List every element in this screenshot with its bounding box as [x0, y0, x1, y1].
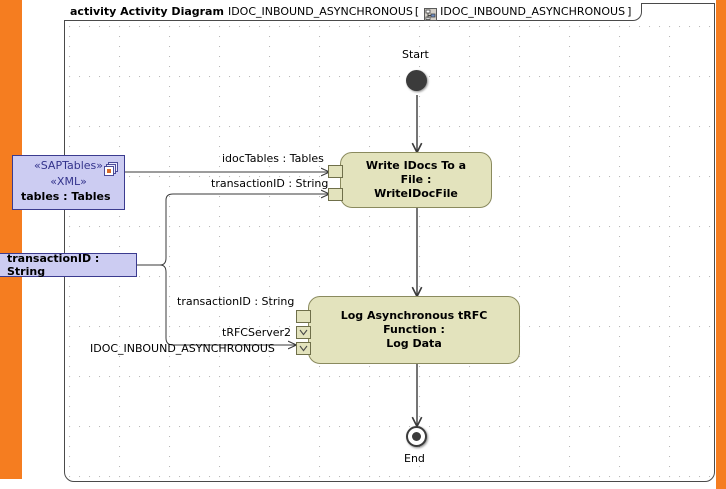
pin-label-idoc-inbound: IDOC_INBOUND_ASYNCHRONOUS [90, 342, 275, 355]
frame-parameter-name: IDOC_INBOUND_ASYNCHRONOUS [440, 5, 626, 18]
pin-transactionid-log-top[interactable] [296, 310, 311, 323]
copies-icon [104, 161, 119, 176]
editor-bottom-margin [0, 479, 716, 489]
pin-transactionid-write[interactable] [328, 188, 343, 201]
pin-label-trfcserver2: tRFCServer2 [222, 326, 292, 339]
activity-write-idocs-line1: Write IDocs To a File : [365, 159, 467, 186]
activity-log-line2: Log Data [386, 337, 442, 350]
object-node-sap-tables[interactable]: «SAPTables» «XML» tables : Tables [12, 155, 125, 210]
frame-name: IDOC_INBOUND_ASYNCHRONOUS [227, 5, 413, 18]
activity-log-line1: Log Asynchronous tRFC Function : [340, 309, 488, 336]
pin-idoc-inbound-glyph[interactable] [296, 342, 311, 355]
initial-node[interactable] [406, 70, 427, 91]
activity-write-idocs[interactable]: Write IDocs To a File : WriteIDocFile [340, 152, 492, 208]
pin-idoctables[interactable] [328, 165, 343, 178]
activity-frame[interactable] [64, 3, 715, 482]
sap-tables-name: tables : Tables [21, 190, 111, 203]
object-node-transaction-id[interactable]: transactionID : String [0, 252, 137, 278]
frame-bracket-open: [ [414, 5, 420, 18]
editor-left-margin [0, 0, 22, 479]
activity-log-asynchronous[interactable]: Log Asynchronous tRFC Function : Log Dat… [308, 296, 520, 364]
frame-bracket-close: ] [627, 5, 632, 18]
activity-write-idocs-line2: WriteIDocFile [374, 187, 458, 200]
edge-label-transactionid-lower: transactionID : String [177, 295, 295, 308]
grid-background [65, 22, 714, 481]
pin-trfcserver2-glyph[interactable] [296, 326, 311, 339]
end-label: End [404, 452, 425, 465]
start-label: Start [402, 48, 429, 61]
edge-label-idoctables: idocTables : Tables [222, 152, 324, 165]
edge-label-transactionid-upper: transactionID : String [211, 177, 329, 190]
frame-header[interactable]: activity Activity Diagram IDOC_INBOUND_A… [64, 3, 643, 21]
editor-right-margin [716, 0, 726, 489]
activity-tree-icon [424, 6, 438, 21]
transaction-id-name: transactionID : String [7, 252, 100, 278]
final-node[interactable] [406, 426, 427, 447]
frame-keyword: activity Activity Diagram [70, 5, 224, 18]
